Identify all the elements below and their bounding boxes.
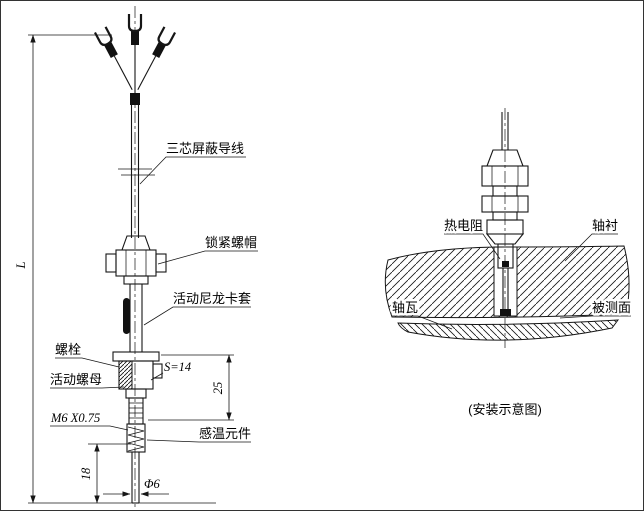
dim-label-18: 18 [79, 467, 93, 480]
shielded-cable [118, 105, 155, 238]
dim-tip-diameter: Φ6 [103, 477, 169, 497]
callout-nylon-ferrule: 活动尼龙卡套 [143, 291, 251, 326]
install-probe [497, 243, 514, 316]
install-lead [501, 112, 509, 150]
sensor-assembly-figure: L 18 25 Φ6 S=14 M6 X [14, 6, 258, 508]
bushing-section [384, 245, 630, 319]
bearing-shell-section [397, 319, 620, 341]
bolt-nut-assembly [112, 351, 163, 399]
callout-movable-nut: 活动螺母 [50, 372, 125, 389]
install-gland-stack [481, 149, 529, 245]
callout-shielded-wire: 三芯屏蔽导线 [139, 141, 246, 185]
label-bolt: 螺栓 [55, 342, 81, 357]
label-rtd: 热电阻 [444, 218, 483, 233]
sensing-element-part [126, 423, 146, 453]
callout-bushing: 轴衬 [564, 216, 621, 262]
figure-caption: (安装示意图) [468, 402, 542, 417]
label-movable-nut: 活动螺母 [50, 372, 102, 387]
probe-tip-rod [131, 452, 140, 504]
label-lock-nut: 锁紧螺帽 [205, 235, 257, 250]
dim-18: 18 [79, 443, 131, 504]
cable-junction [130, 93, 140, 105]
installation-figure: 热电阻 轴衬 轴瓦 被测面 (安装示意图) [384, 108, 634, 417]
callout-measured-surface: 被测面 [559, 298, 634, 319]
dim-thread-spec: M6 X0.75 [50, 411, 129, 431]
label-nylon-ferrule: 活动尼龙卡套 [173, 291, 251, 306]
callout-sensing-element: 感温元件 [146, 426, 251, 443]
dim-label-thread: M6 X0.75 [50, 411, 100, 425]
label-shielded-wire: 三芯屏蔽导线 [166, 141, 244, 156]
dim-overall-length: L [14, 34, 216, 504]
dim-label-25: 25 [211, 382, 225, 395]
dim-label-phi6: Φ6 [144, 477, 161, 491]
callout-rtd: 热电阻 [442, 216, 501, 260]
label-measured-surface: 被测面 [592, 300, 631, 315]
label-sensing-element: 感温元件 [199, 426, 251, 441]
threaded-section [128, 397, 144, 425]
hex-flat-tab [152, 363, 163, 379]
dim-25: 25 [148, 354, 234, 421]
callout-lock-nut: 锁紧螺帽 [157, 235, 258, 265]
lock-nut-part [105, 235, 167, 285]
dim-label-s14: S=14 [164, 360, 191, 374]
label-bushing: 轴衬 [592, 218, 618, 233]
cable-terminals [93, 14, 177, 105]
dim-wrench-size: S=14 [150, 360, 191, 381]
callout-bolt: 螺栓 [55, 342, 120, 368]
nylon-ferrule-part [123, 284, 143, 352]
dim-label-L: L [14, 261, 28, 269]
label-bearing-shell: 轴瓦 [392, 300, 418, 315]
callout-bearing-shell: 轴瓦 [390, 298, 453, 330]
